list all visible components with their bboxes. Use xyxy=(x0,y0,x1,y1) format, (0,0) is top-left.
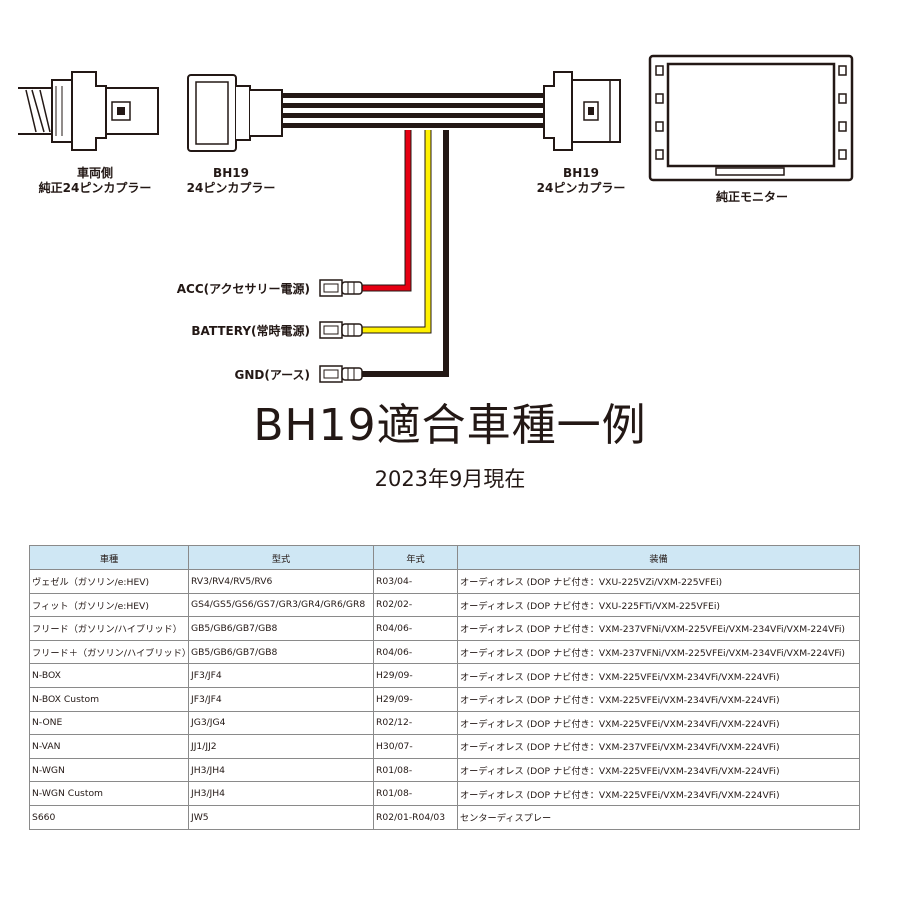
harness-connector-label: BH19 24ピンカプラー xyxy=(176,166,286,196)
cell-vehicle: N-ONE xyxy=(29,710,189,736)
vehicle-connector-label-line1: 車両側 xyxy=(76,166,113,180)
monitor-connector-icon xyxy=(543,71,621,151)
cell-vehicle: フリード＋（ガソリン/ハイブリッド） xyxy=(29,639,189,665)
vehicle-connector-icon xyxy=(51,71,159,151)
cell-vehicle: ヴェゼル（ガソリン/e:HEV) xyxy=(29,569,189,594)
cell-vehicle: N-VAN xyxy=(29,734,189,759)
cell-year: H29/09- xyxy=(373,686,458,712)
vehicle-connector-label-line2: 純正24ピンカプラー xyxy=(38,181,152,195)
battery-wire xyxy=(360,130,432,334)
cell-equipment: オーディオレス (DOP ナビ付き：VXM-225VFEi/VXM-234VFi… xyxy=(457,757,860,783)
acc-wire xyxy=(360,130,412,292)
cell-year: R04/06- xyxy=(373,616,458,641)
cell-equipment: オーディオレス (DOP ナビ付き：VXM-225VFEi/VXM-234VFi… xyxy=(457,686,860,712)
gnd-wire-label: GND(アース) xyxy=(234,368,310,382)
cell-equipment: オーディオレス (DOP ナビ付き：VXM-237VFNi/VXM-225VFE… xyxy=(457,616,860,641)
cell-vehicle: フィット（ガソリン/e:HEV) xyxy=(29,592,189,618)
header-vehicle: 車種 xyxy=(29,545,189,570)
cell-vehicle: フリード（ガソリン/ハイブリッド） xyxy=(29,616,189,641)
cell-equipment: オーディオレス (DOP ナビ付き：VXM-237VFNi/VXM-225VFE… xyxy=(457,639,860,665)
table-header-row: 車種 型式 年式 装備 xyxy=(29,545,860,570)
cell-equipment: オーディオレス (DOP ナビ付き：VXM-225VFEi/VXM-234VFi… xyxy=(457,663,860,688)
wiring-diagram-svg xyxy=(18,54,854,383)
battery-terminal-icon xyxy=(319,321,363,339)
cell-year: R01/08- xyxy=(373,757,458,783)
cell-model-code: JH3/JH4 xyxy=(188,757,374,783)
harness-connector-icon xyxy=(187,74,283,152)
wiring-diagram: 車両側 純正24ピンカプラー BH19 24ピンカプラー BH19 24ピンカプ… xyxy=(0,0,900,400)
header-model-code: 型式 xyxy=(188,545,374,570)
cell-equipment: オーディオレス (DOP ナビ付き：VXM-237VFEi/VXM-234VFi… xyxy=(457,734,860,759)
cell-equipment: オーディオレス (DOP ナビ付き：VXU-225VZi/VXM-225VFEi… xyxy=(457,569,860,594)
monitor-icon xyxy=(648,54,854,182)
main-harness-wires xyxy=(282,93,544,128)
gnd-wire xyxy=(360,130,449,377)
cell-model-code: JW5 xyxy=(188,804,374,830)
harness-connector-label-line2: 24ピンカプラー xyxy=(186,181,276,195)
cell-vehicle: N-WGN Custom xyxy=(29,781,189,806)
cell-equipment: センターディスプレー xyxy=(457,804,860,830)
cell-model-code: JF3/JF4 xyxy=(188,663,374,688)
monitor-connector-label: BH19 24ピンカプラー xyxy=(526,166,636,196)
cell-model-code: GB5/GB6/GB7/GB8 xyxy=(188,639,374,665)
vehicle-cable-icon xyxy=(18,87,53,135)
table-row: フィット（ガソリン/e:HEV)GS4/GS5/GS6/GS7/GR3/GR4/… xyxy=(29,592,860,618)
cell-model-code: JH3/JH4 xyxy=(188,781,374,806)
header-equipment: 装備 xyxy=(457,545,860,570)
compatibility-table: 車種 型式 年式 装備 ヴェゼル（ガソリン/e:HEV)RV3/RV4/RV5/… xyxy=(29,545,860,830)
acc-terminal-icon xyxy=(319,279,363,297)
cell-vehicle: S660 xyxy=(29,804,189,830)
monitor-connector-label-line2: 24ピンカプラー xyxy=(536,181,626,195)
cell-model-code: GS4/GS5/GS6/GS7/GR3/GR4/GR6/GR8 xyxy=(188,592,374,618)
cell-year: R03/04- xyxy=(373,569,458,594)
monitor-connector-label-line1: BH19 xyxy=(563,166,599,180)
cell-model-code: RV3/RV4/RV5/RV6 xyxy=(188,569,374,594)
compatibility-table-grid: 車種 型式 年式 装備 ヴェゼル（ガソリン/e:HEV)RV3/RV4/RV5/… xyxy=(29,545,860,830)
battery-wire-label: BATTERY(常時電源) xyxy=(191,324,310,338)
cell-equipment: オーディオレス (DOP ナビ付き：VXM-225VFEi/VXM-234VFi… xyxy=(457,781,860,806)
cell-vehicle: N-BOX Custom xyxy=(29,686,189,712)
cell-model-code: JG3/JG4 xyxy=(188,710,374,736)
cell-equipment: オーディオレス (DOP ナビ付き：VXM-225VFEi/VXM-234VFi… xyxy=(457,710,860,736)
cell-year: R02/12- xyxy=(373,710,458,736)
cell-year: R02/01-R04/03 xyxy=(373,804,458,830)
page-subtitle: 2023年9月現在 xyxy=(374,467,526,491)
cell-equipment: オーディオレス (DOP ナビ付き：VXU-225FTi/VXM-225VFEi… xyxy=(457,592,860,618)
acc-wire-label: ACC(アクセサリー電源) xyxy=(176,282,310,296)
cell-year: H30/07- xyxy=(373,734,458,759)
monitor-label: 純正モニター xyxy=(715,190,788,204)
cell-year: R01/08- xyxy=(373,781,458,806)
cell-model-code: JJ1/JJ2 xyxy=(188,734,374,759)
harness-connector-label-line1: BH19 xyxy=(213,166,249,180)
cell-vehicle: N-WGN xyxy=(29,757,189,783)
vehicle-connector-label: 車両側 純正24ピンカプラー xyxy=(20,166,170,196)
cell-year: R02/02- xyxy=(373,592,458,618)
cell-vehicle: N-BOX xyxy=(29,663,189,688)
page-title: BH19適合車種一例 xyxy=(253,400,647,451)
cell-year: R04/06- xyxy=(373,639,458,665)
gnd-terminal-icon xyxy=(319,365,363,383)
header-year: 年式 xyxy=(373,545,458,570)
cell-model-code: JF3/JF4 xyxy=(188,686,374,712)
cell-year: H29/09- xyxy=(373,663,458,688)
cell-model-code: GB5/GB6/GB7/GB8 xyxy=(188,616,374,641)
